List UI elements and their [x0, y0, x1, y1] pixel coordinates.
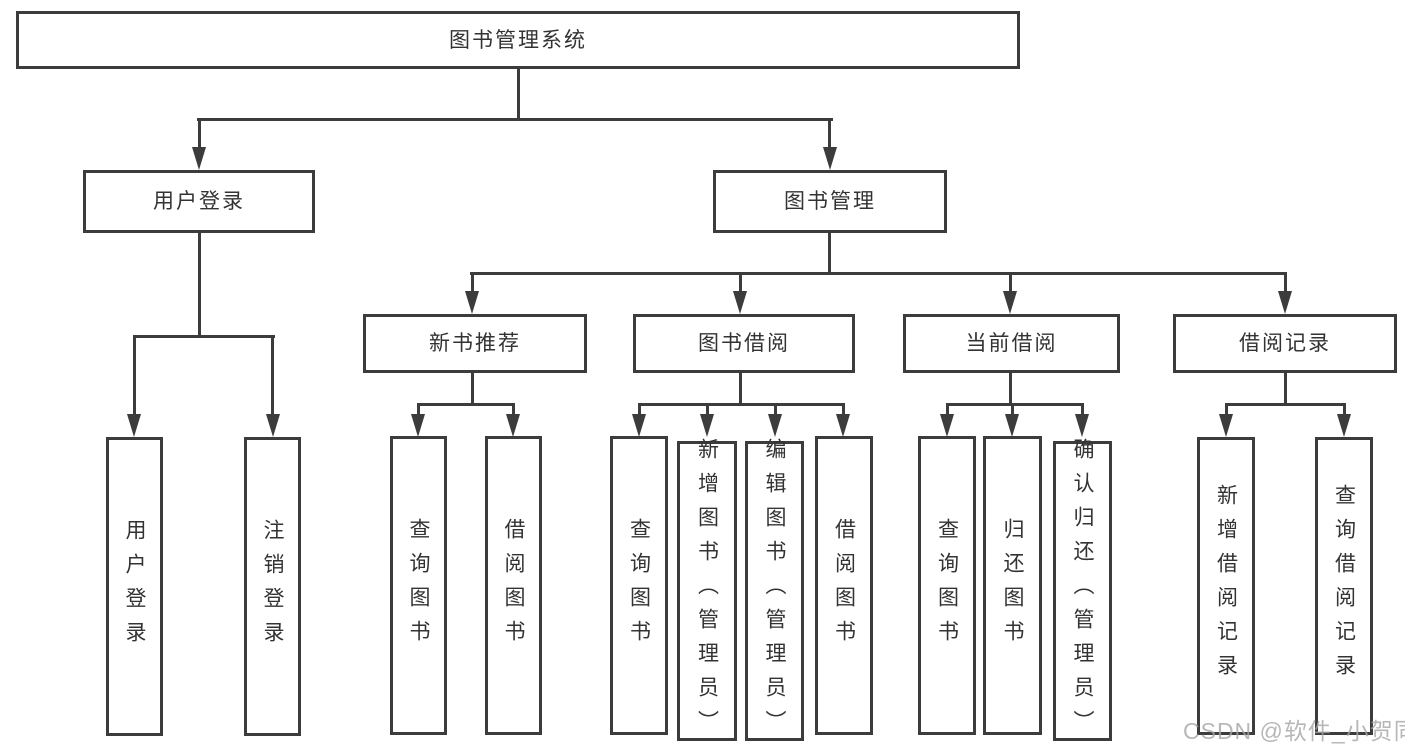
- node-borrow-records: 借阅记录: [1173, 314, 1397, 373]
- connector-line: [828, 233, 831, 275]
- connector-line: [198, 233, 201, 337]
- arrow-down-icon: [465, 291, 479, 314]
- connector-line: [1225, 403, 1228, 419]
- connector-line: [198, 118, 201, 150]
- leaf-cb-query-books: 查询图书: [918, 436, 976, 735]
- connector-line: [638, 403, 641, 419]
- arrow-down-icon: [1005, 414, 1019, 437]
- leaf-user-login-label: 用户登录: [123, 518, 146, 655]
- connector-line: [1343, 403, 1346, 419]
- node-book-management-label: 图书管理: [784, 190, 876, 213]
- leaf-bb-add-books-admin-label: 新增图书（管理员）: [695, 438, 719, 744]
- connector-line: [1284, 373, 1287, 406]
- connector-line: [739, 272, 742, 296]
- leaf-bb-borrow-books-label: 借阅图书: [832, 517, 856, 654]
- connector-line: [471, 373, 474, 406]
- leaf-bb-add-books-admin: 新增图书（管理员）: [677, 438, 737, 744]
- arrow-down-icon: [1003, 291, 1017, 314]
- arrow-down-icon: [192, 147, 206, 170]
- connector-line: [828, 118, 831, 150]
- leaf-nb-query-books: 查询图书: [390, 436, 447, 735]
- connector-line: [133, 335, 275, 338]
- leaf-bb-edit-books-admin-label: 编辑图书（管理员）: [763, 438, 786, 744]
- connector-line: [1009, 373, 1012, 406]
- leaf-logout-login-label: 注销登录: [261, 518, 284, 655]
- connector-line: [638, 403, 845, 406]
- connector-line: [1284, 272, 1287, 296]
- leaf-cb-return-books: 归还图书: [983, 436, 1042, 735]
- connector-line: [417, 403, 515, 406]
- node-book-borrow: 图书借阅: [633, 314, 855, 373]
- leaf-br-add-record: 新增借阅记录: [1197, 437, 1255, 735]
- connector-line: [946, 403, 949, 419]
- node-root: 图书管理系统: [16, 11, 1020, 69]
- connector-line: [517, 69, 520, 120]
- connector-line: [197, 118, 833, 121]
- leaf-cb-query-books-label: 查询图书: [935, 517, 959, 654]
- leaf-nb-borrow-books-label: 借阅图书: [502, 517, 525, 654]
- leaf-br-add-record-label: 新增借阅记录: [1214, 484, 1238, 688]
- connector-line: [706, 403, 709, 419]
- connector-line: [1081, 403, 1084, 419]
- node-current-borrow: 当前借阅: [903, 314, 1120, 373]
- connector-line: [774, 403, 777, 419]
- leaf-bb-query-books: 查询图书: [610, 436, 668, 735]
- node-book-management: 图书管理: [713, 170, 947, 233]
- connector-line: [1011, 403, 1014, 419]
- arrow-down-icon: [700, 414, 714, 437]
- arrow-down-icon: [127, 414, 141, 437]
- node-new-book-recommend: 新书推荐: [363, 314, 587, 373]
- node-current-borrow-label: 当前借阅: [965, 332, 1058, 355]
- connector-line: [1009, 272, 1012, 296]
- connector-line: [271, 335, 274, 417]
- arrow-down-icon: [940, 414, 954, 437]
- connector-line: [470, 272, 1287, 275]
- arrow-down-icon: [1337, 414, 1351, 437]
- node-user-login-label: 用户登录: [153, 190, 245, 213]
- leaf-bb-borrow-books: 借阅图书: [815, 436, 873, 735]
- leaf-nb-query-books-label: 查询图书: [407, 517, 430, 654]
- leaf-cb-return-books-label: 归还图书: [1001, 517, 1024, 654]
- arrow-down-icon: [823, 147, 837, 170]
- connector-line: [1225, 403, 1345, 406]
- arrow-down-icon: [836, 414, 850, 437]
- leaf-cb-confirm-return-admin: 确认归还（管理员）: [1053, 438, 1112, 744]
- leaf-bb-query-books-label: 查询图书: [627, 517, 651, 654]
- leaf-br-query-record: 查询借阅记录: [1315, 437, 1373, 735]
- arrow-down-icon: [266, 414, 280, 437]
- arrow-down-icon: [1075, 414, 1089, 437]
- connector-line: [739, 373, 742, 406]
- leaf-user-login: 用户登录: [106, 437, 163, 736]
- watermark: CSDN @软件_小贺同学: [1183, 718, 1405, 744]
- arrow-down-icon: [632, 414, 646, 437]
- connector-line: [471, 272, 474, 296]
- connector-line: [133, 335, 136, 417]
- arrow-down-icon: [1219, 414, 1233, 437]
- connector-line: [512, 403, 515, 419]
- node-new-book-recommend-label: 新书推荐: [429, 332, 521, 355]
- arrow-down-icon: [411, 414, 425, 437]
- node-borrow-records-label: 借阅记录: [1239, 332, 1331, 355]
- node-book-borrow-label: 图书借阅: [698, 332, 790, 355]
- connector-line: [946, 403, 1083, 406]
- connector-line: [417, 403, 420, 419]
- node-root-label: 图书管理系统: [449, 28, 587, 52]
- arrow-down-icon: [1278, 291, 1292, 314]
- leaf-logout-login: 注销登录: [244, 437, 301, 736]
- leaf-cb-confirm-return-admin-label: 确认归还（管理员）: [1071, 438, 1094, 744]
- leaf-br-query-record-label: 查询借阅记录: [1332, 484, 1356, 688]
- node-user-login: 用户登录: [83, 170, 315, 233]
- connector-line: [842, 403, 845, 419]
- arrow-down-icon: [768, 414, 782, 437]
- arrow-down-icon: [506, 414, 520, 437]
- arrow-down-icon: [733, 291, 747, 314]
- leaf-bb-edit-books-admin: 编辑图书（管理员）: [745, 438, 804, 744]
- leaf-nb-borrow-books: 借阅图书: [485, 436, 542, 735]
